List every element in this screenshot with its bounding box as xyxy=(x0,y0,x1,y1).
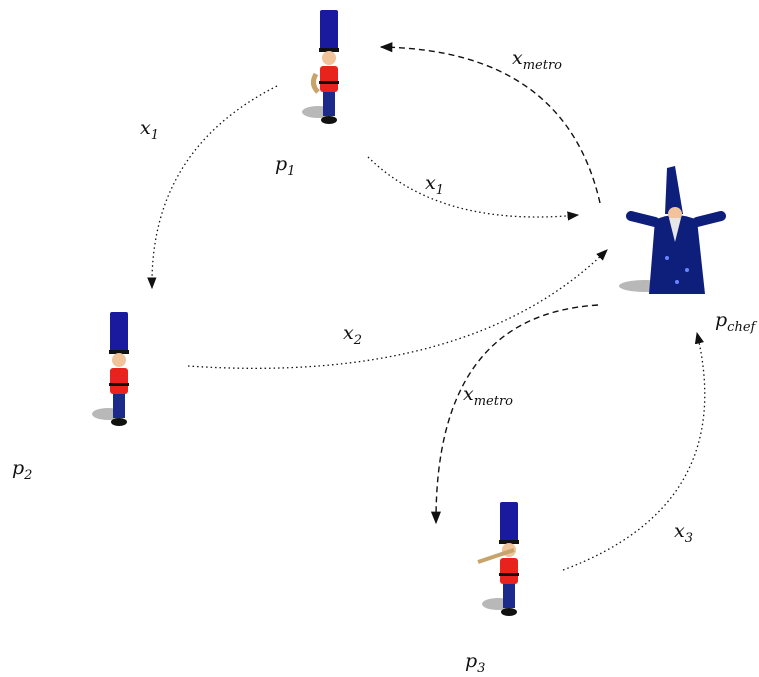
player-3-figure xyxy=(477,502,519,616)
edge-p3-to-chef xyxy=(562,331,706,571)
edge-label-p3-to-chef: x3 xyxy=(674,520,693,546)
edge-chef-to-p1 xyxy=(379,42,601,204)
trombone-icon xyxy=(477,548,515,564)
edge-p2-to-chef xyxy=(187,249,608,369)
edge-p1-to-p2 xyxy=(147,85,278,290)
player-2-figure xyxy=(92,312,129,426)
saxophone-icon xyxy=(310,72,320,94)
edge-label-p1-to-p2: x1 xyxy=(140,117,159,143)
player-1-figure xyxy=(302,10,339,124)
edge-label-chef-to-p1: xmetro xyxy=(512,47,562,73)
label-p3: p3 xyxy=(465,650,485,676)
label-p1: p1 xyxy=(275,153,295,179)
label-p2: p2 xyxy=(12,457,32,483)
edge-label-chef-to-p3: xmetro xyxy=(463,383,513,409)
chef-wizard-figure xyxy=(619,166,726,294)
edge-label-p1-to-chef: x1 xyxy=(425,172,444,198)
edge-chef-to-p3 xyxy=(430,304,599,525)
edge-p1-to-chef xyxy=(367,156,580,221)
label-pchef: pchef xyxy=(715,309,758,335)
edge-label-p2-to-chef: x2 xyxy=(343,322,362,348)
